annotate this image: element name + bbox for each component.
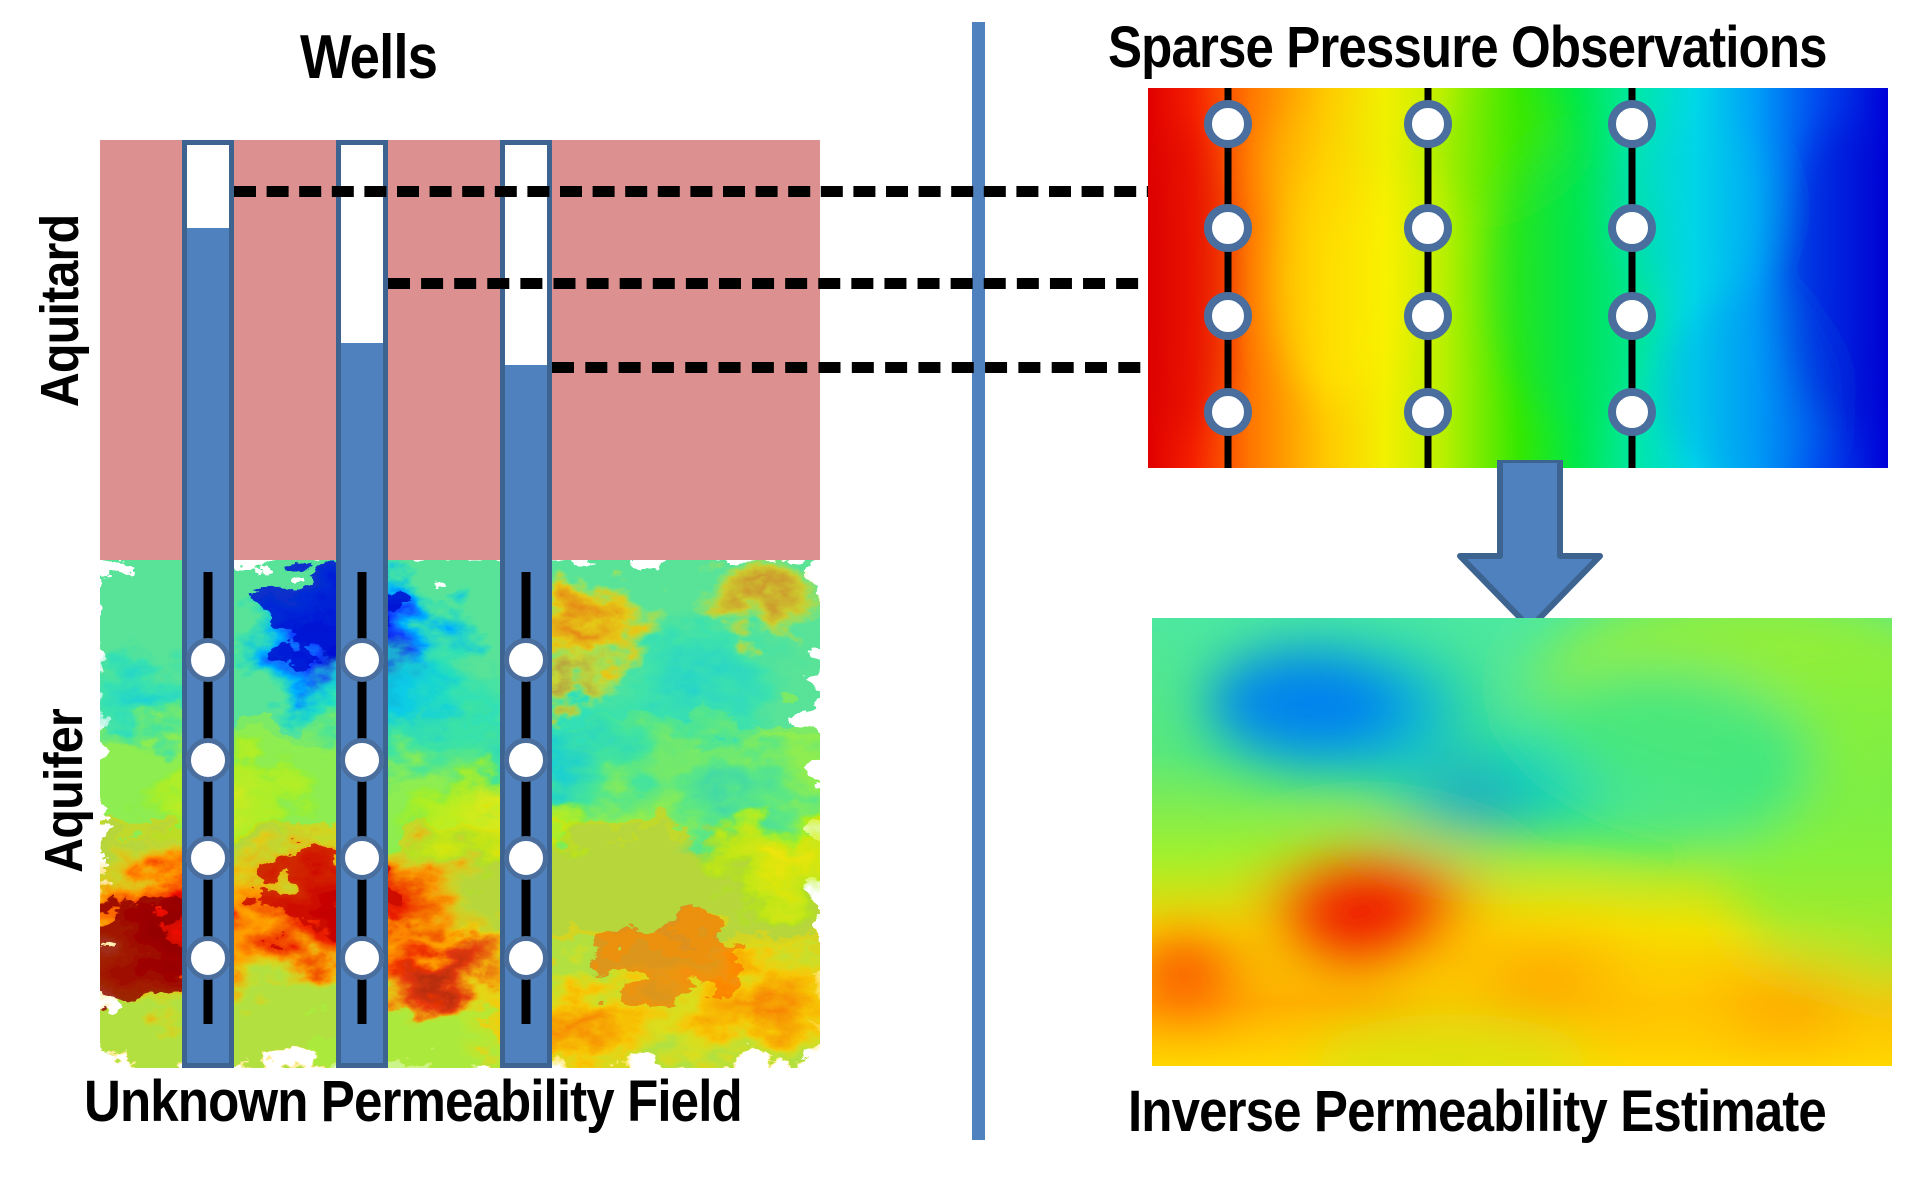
well-1-observation-2[interactable] (186, 738, 230, 782)
well-2-observation-1[interactable] (340, 638, 384, 682)
pressure-observation-2-3[interactable] (1404, 292, 1452, 340)
well-3-observation-1[interactable] (504, 638, 548, 682)
sparse-pressure-observations-panel (1148, 88, 1888, 468)
inverse-permeability-estimate-panel (1152, 618, 1892, 1066)
panel-divider (972, 22, 985, 1140)
inverse-permeability-estimate-title: Inverse Permeability Estimate (1128, 1079, 1827, 1144)
pressure-observation-1-4[interactable] (1204, 388, 1252, 436)
pressure-observation-1-3[interactable] (1204, 292, 1252, 340)
sparse-pressure-observations-title: Sparse Pressure Observations (1108, 15, 1828, 80)
well-3-observation-4[interactable] (504, 936, 548, 980)
pressure-observation-1-1[interactable] (1204, 100, 1252, 148)
wells-title: Wells (300, 23, 438, 92)
well-3[interactable] (500, 140, 552, 1068)
pressure-observation-2-2[interactable] (1404, 204, 1452, 252)
well-2-screen-interval (357, 572, 367, 1024)
pressure-heatmap (1148, 88, 1888, 468)
pressure-observation-3-2[interactable] (1608, 204, 1656, 252)
well-3-screen-interval (521, 572, 531, 1024)
well-1-observation-1[interactable] (186, 638, 230, 682)
inversion-down-arrow (1457, 460, 1603, 630)
well-3-observation-3[interactable] (504, 836, 548, 880)
inverse-permeability-heatmap (1152, 618, 1892, 1066)
well-2-observation-4[interactable] (340, 936, 384, 980)
pressure-observation-2-4[interactable] (1404, 388, 1452, 436)
well-1[interactable] (182, 140, 234, 1068)
well-3-observation-2[interactable] (504, 738, 548, 782)
connector-line-1 (234, 186, 1234, 197)
unknown-permeability-field-title: Unknown Permeability Field (84, 1069, 743, 1134)
well-2-observation-3[interactable] (340, 836, 384, 880)
aquitard-axis-label: Aquitard (30, 214, 90, 408)
pressure-observation-2-1[interactable] (1404, 100, 1452, 148)
pressure-well-line-1 (1224, 88, 1232, 468)
pressure-observation-3-1[interactable] (1608, 100, 1656, 148)
well-1-screen-interval (203, 572, 213, 1024)
pressure-observation-3-4[interactable] (1608, 388, 1656, 436)
pressure-observation-1-2[interactable] (1204, 204, 1252, 252)
well-1-observation-3[interactable] (186, 836, 230, 880)
aquifer-axis-label: Aquifer (34, 709, 94, 873)
connector-line-3 (552, 362, 1640, 373)
pressure-well-line-3 (1628, 88, 1636, 468)
well-2-observation-2[interactable] (340, 738, 384, 782)
well-1-observation-4[interactable] (186, 936, 230, 980)
connector-line-2 (388, 278, 1436, 289)
well-2[interactable] (336, 140, 388, 1068)
pressure-well-line-2 (1424, 88, 1432, 468)
pressure-observation-3-3[interactable] (1608, 292, 1656, 340)
